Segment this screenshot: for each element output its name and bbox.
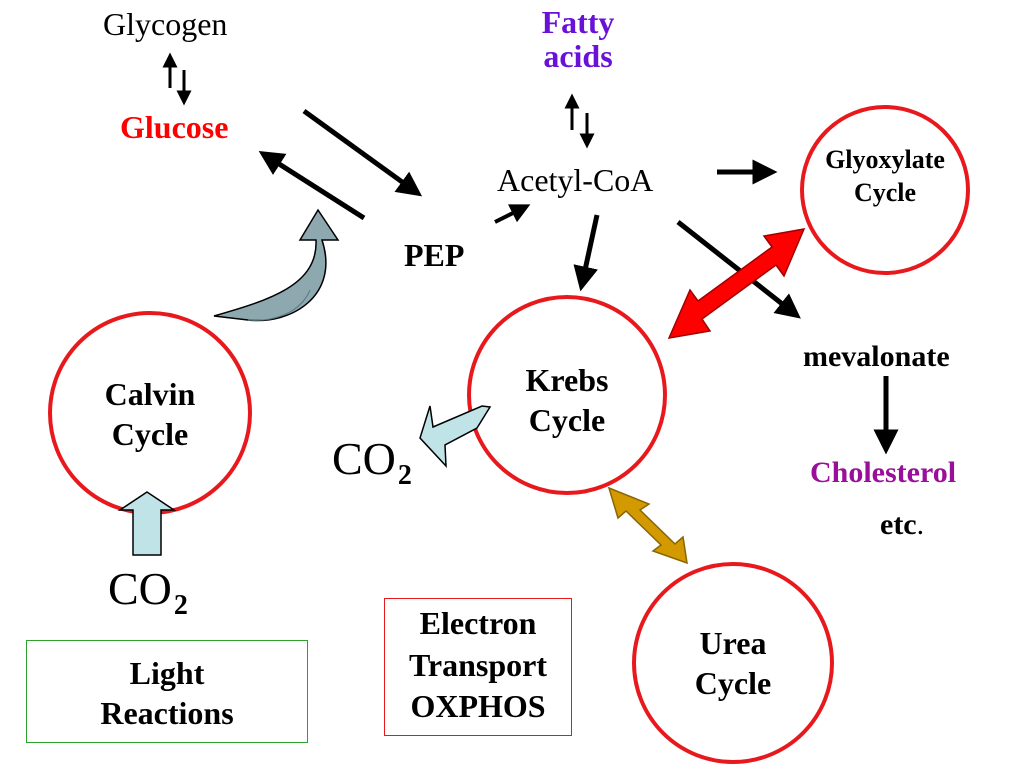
calvin-to-glucose-curved-arrow — [213, 208, 340, 322]
krebs-glyoxylate-double-arrow — [667, 228, 806, 339]
fatty-acids-line-2: acids — [543, 37, 613, 74]
krebs-cycle-circle — [467, 295, 667, 495]
urea-cycle-label: Urea Cycle — [653, 623, 813, 703]
mevalonate-label: mevalonate — [803, 340, 950, 373]
etc-label: etc. — [880, 510, 924, 540]
co2-calvin-main: CO — [108, 563, 172, 614]
acetyl-coa-label: Acetyl-CoA — [497, 162, 654, 198]
light-reactions-line-2: Reactions — [100, 695, 234, 731]
urea-line-2: Cycle — [694, 665, 772, 701]
calvin-line-2: Cycle — [111, 416, 189, 452]
pep-to-glucose-arrow — [258, 150, 366, 221]
electron-transport-box: Electron Transport OXPHOS — [384, 598, 572, 736]
urea-cycle-circle — [632, 562, 834, 764]
pep-label: PEP — [404, 237, 465, 273]
electron-transport-line-3: OXPHOS — [410, 688, 546, 725]
krebs-line-2: Cycle — [528, 402, 606, 438]
glyoxylate-line-2: Cycle — [853, 177, 917, 207]
krebs-cycle-label: Krebs Cycle — [487, 360, 647, 440]
glyoxylate-cycle-circle — [800, 105, 970, 275]
co2-calvin-subscript: 2 — [173, 590, 188, 621]
krebs-to-co2-arrow — [419, 405, 492, 469]
urea-line-1: Urea — [699, 625, 767, 661]
acetylcoa-to-krebs-arrow — [573, 214, 600, 292]
glycogen-label: Glycogen — [103, 6, 228, 42]
cholesterol-label: Cholesterol — [810, 456, 957, 489]
acetylcoa-to-mevalonate-arrow — [676, 220, 801, 319]
co2-krebs-subscript: 2 — [397, 460, 412, 491]
fatty-acids-line-1: Fatty — [541, 4, 615, 40]
light-reactions-box: Light Reactions — [26, 640, 308, 743]
electron-transport-line-2: Transport — [408, 646, 548, 683]
pep-to-acetylcoa-arrow — [494, 204, 531, 224]
light-reactions-line-1: Light — [129, 655, 205, 691]
krebs-urea-double-arrow — [607, 486, 688, 565]
krebs-line-1: Krebs — [525, 362, 609, 398]
co2-krebs-label: CO2 — [332, 436, 412, 490]
glucose-label: Glucose — [120, 109, 229, 145]
etc-period: . — [916, 508, 925, 541]
glyoxylate-cycle-label: Glyoxylate Cycle — [805, 144, 965, 209]
glucose-to-pep-arrow — [302, 108, 423, 197]
calvin-cycle-label: Calvin Cycle — [70, 374, 230, 454]
co2-krebs-main: CO — [332, 433, 396, 484]
glyoxylate-line-1: Glyoxylate — [825, 145, 945, 174]
electron-transport-line-1: Electron — [419, 605, 537, 641]
fatty-acids-label: Fatty acids — [528, 4, 628, 74]
calvin-line-1: Calvin — [104, 376, 196, 412]
co2-calvin-label: CO2 — [108, 566, 188, 620]
co2-into-calvin-arrow — [117, 491, 177, 556]
etc-text: etc — [880, 508, 917, 541]
